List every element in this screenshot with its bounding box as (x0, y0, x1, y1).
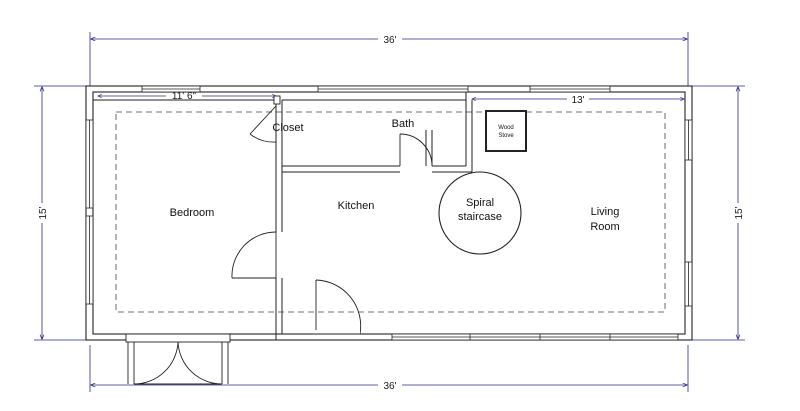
window-top-left (141, 85, 201, 93)
wood-stove-label-line1: Wood (498, 125, 514, 131)
dimension-living-label: 13' (571, 95, 584, 106)
window-top-right (529, 85, 611, 93)
dimension-left-label: 15' (38, 206, 49, 219)
interior-outline (115, 111, 666, 313)
window-right-upper (684, 119, 693, 161)
living-room-label-line2: Room (590, 221, 619, 233)
window-right-lower (684, 261, 693, 307)
window-left-upper (85, 119, 94, 209)
dimension-top-label: 36' (383, 35, 396, 46)
bedroom-door (231, 231, 277, 279)
kitchen-label: Kitchen (338, 200, 375, 212)
wood-stove (485, 110, 527, 152)
bath-door (399, 133, 433, 167)
living-room-label-line1: Living (591, 206, 620, 218)
window-top-middle (317, 85, 469, 93)
bedroom-label: Bedroom (170, 207, 215, 219)
window-left-lower (85, 215, 94, 305)
spiral-staircase-label-line2: staircase (458, 211, 502, 223)
french-doors (125, 333, 231, 385)
window-bottom-right (391, 333, 679, 341)
closet-door (249, 95, 281, 143)
bath-label: Bath (392, 118, 415, 130)
dimension-bedroom-label: 11' 6" (172, 91, 197, 102)
wood-stove-label-line2: Stove (498, 133, 514, 139)
closet-label: Closet (272, 122, 303, 134)
dimension-bottom-label: 36' (383, 381, 396, 392)
spiral-staircase-label-line1: Spiral (466, 197, 494, 209)
interior-walls (93, 92, 473, 340)
dimension-right-label: 15' (734, 206, 745, 219)
entry-door (312, 279, 362, 338)
spiral-staircase (438, 171, 522, 255)
